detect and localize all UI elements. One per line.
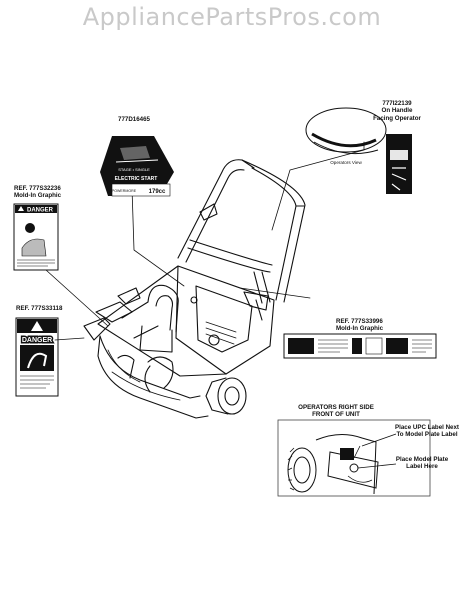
part-number: 777I22139: [382, 100, 412, 107]
placement-note-line1: On Handle: [381, 107, 413, 115]
danger-label-lower: DANGER: [22, 337, 52, 344]
watermark: AppliancePartsPros.com: [82, 3, 382, 31]
right-side-decal-graphic: [283, 333, 437, 359]
danger-label-upper: DANGER: [27, 208, 54, 214]
electric-start-text: ELECTRIC START: [115, 176, 158, 182]
inset-detail-view: [277, 419, 431, 497]
leader-lines: [45, 141, 365, 341]
handle-assembly: [177, 159, 306, 304]
upc-label-note: Place UPC Label Next To Model Plate Labe…: [395, 424, 459, 439]
ref-note: Mold-In Graphic: [336, 325, 384, 333]
snow-thrower-body: [97, 265, 275, 419]
warning-decal-upper: DANGER: [13, 203, 59, 271]
ref-number: REF. 777S33118: [16, 305, 63, 312]
ref-note: Mold-In Graphic: [14, 192, 62, 200]
svg-text:STAGE • SINGLE: STAGE • SINGLE: [118, 167, 150, 172]
engine-size-text: 179cc: [149, 189, 166, 195]
ref-label-777S33996: REF. 777S33996 Mold-In Graphic: [336, 318, 406, 333]
top-decal-graphic: STAGE • SINGLE ELECTRIC START POWERMORE …: [100, 136, 174, 197]
ref-label-777S33118: REF. 777S33118: [16, 305, 86, 312]
warning-decal-lower: DANGER: [15, 317, 59, 397]
operators-view-caption: Operators View: [330, 160, 362, 165]
inset-title: OPERATORS RIGHT SIDE FRONT OF UNIT: [298, 404, 374, 419]
placement-note-line2: Facing Operator: [373, 114, 421, 122]
model-plate-note: Place Model Plate Label Here: [395, 456, 449, 471]
ref-label-777S32236: REF. 777S32236 Mold-In Graphic: [14, 185, 84, 200]
engine-brand-text: POWERMORE: [112, 189, 137, 193]
ref-number: REF. 777S32236: [14, 185, 61, 192]
chute-control-panel: [83, 287, 141, 341]
ref-number: REF. 777S33996: [336, 318, 383, 325]
part-label-777I22139: 777I22139 On Handle Facing Operator: [372, 100, 422, 122]
handle-decal-graphic: Operators View: [305, 107, 412, 194]
part-label-777D16465: 777D16465: [118, 116, 150, 123]
